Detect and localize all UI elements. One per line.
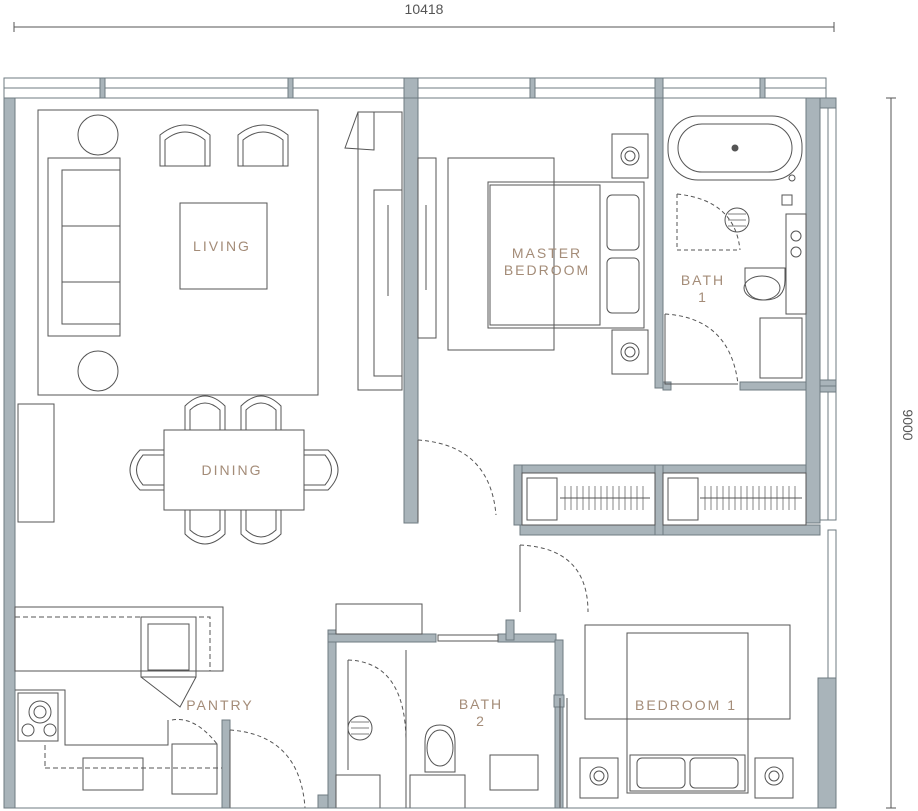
bedroom1-nightstand-right (754, 757, 794, 799)
bedroom1-label: BEDROOM 1 (635, 697, 737, 713)
bedroom1-bed (626, 632, 749, 794)
right-lower-wall (817, 677, 837, 809)
bath2-right-wall (554, 639, 564, 809)
master-bedroom-label-2: BEDROOM (504, 262, 590, 278)
bath1-label-1: BATH (681, 272, 725, 288)
armchair-left (159, 124, 211, 167)
bath2-label-2: 2 (476, 713, 486, 729)
right-windows (819, 107, 837, 679)
master-bedroom-label-1: MASTER (512, 245, 582, 261)
master-rug (447, 157, 555, 351)
bath2-label-1: BATH (459, 696, 503, 712)
tv-console (357, 111, 403, 391)
bath2-toilet (424, 724, 456, 773)
wardrobes (519, 472, 807, 613)
master-bedroom-furniture (417, 133, 649, 522)
dining-table (163, 429, 305, 511)
master-bed (487, 181, 645, 329)
bath2-left-wall (327, 629, 337, 809)
bedroom1-nightstand-left (579, 757, 619, 799)
master-wardrobe (417, 157, 437, 339)
width-dimension-label: 10418 (405, 1, 444, 17)
cooktop (17, 692, 59, 742)
kitchen-island (14, 606, 224, 672)
bath2-sink (489, 754, 539, 791)
top-windows (3, 77, 827, 99)
height-dimension-label: 9000 (900, 409, 916, 440)
bath1-label-2: 1 (698, 289, 708, 305)
living-label: LIVING (193, 238, 251, 254)
bath2-shower-drain (347, 715, 373, 741)
armchair-right (237, 124, 289, 167)
nightstand-bottom (611, 329, 649, 375)
nightstand-top (611, 133, 649, 179)
shower-drain (724, 207, 750, 233)
living-master-wall (403, 97, 419, 524)
side-table-top (77, 114, 119, 156)
right-upper-wall (805, 97, 821, 524)
dining-furniture (129, 395, 339, 545)
pantry-label: PANTRY (186, 697, 254, 713)
bathtub (667, 115, 803, 181)
height-dimension (886, 97, 896, 809)
left-outer-wall (3, 97, 16, 809)
pantry-fixtures (14, 606, 306, 809)
bath1-vanity (785, 213, 807, 315)
dining-label: DINING (202, 462, 263, 478)
bedroom1-rug (584, 624, 791, 720)
sofa (47, 157, 121, 337)
bedroom1-furniture (579, 624, 794, 799)
coffee-table (179, 202, 268, 290)
width-dimension (13, 22, 835, 32)
walls (3, 97, 837, 809)
bath1-bottom-wall (739, 381, 807, 391)
bath1-sink (759, 317, 803, 379)
side-table-bottom (77, 350, 119, 392)
pantry-sink (82, 757, 144, 791)
master-bath1-wall (654, 97, 664, 389)
living-room-furniture (17, 109, 403, 523)
dining-chairs (129, 395, 339, 545)
bath1-fixtures (664, 115, 807, 385)
pantry-wall (221, 719, 231, 809)
living-rug (37, 109, 319, 396)
